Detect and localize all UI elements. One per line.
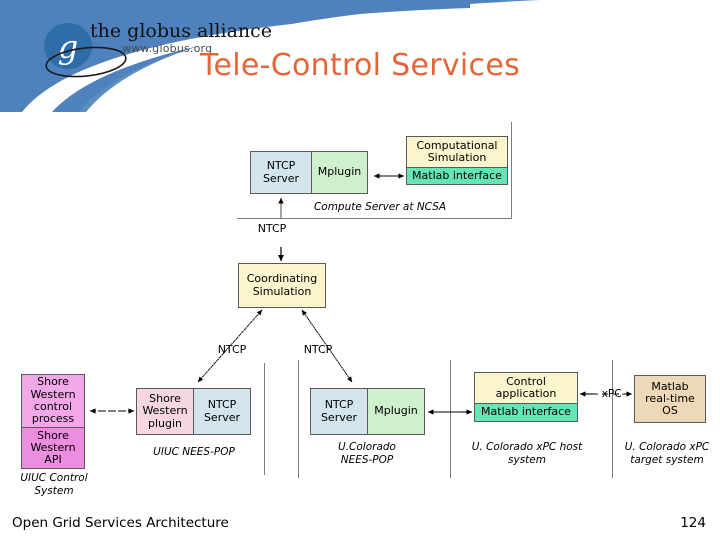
- ncsa-matlab-interface-box: Matlab interface: [406, 167, 508, 185]
- swp-line3: plugin: [147, 416, 183, 430]
- computational-simulation-box: Computational Simulation: [406, 136, 508, 167]
- control-application-line2: application: [495, 387, 557, 400]
- swcp-line4: process: [31, 412, 75, 426]
- xpc-matlab-interface-box: Matlab interface: [474, 403, 578, 422]
- colorado-xpc-target-caption-line2: target system: [630, 454, 704, 466]
- matlab-realtime-os-box: Matlab real-time OS: [634, 375, 706, 423]
- shore-western-api-box: Shore Western API: [21, 427, 85, 469]
- computational-simulation-line1: Computational: [416, 138, 498, 152]
- footer-left-text: Open Grid Services Architecture: [12, 515, 229, 531]
- page-title: Tele-Control Services: [199, 48, 521, 83]
- ncsa-mplugin-box: Mplugin: [311, 151, 368, 194]
- coordinating-left-link-label: NTCP: [217, 343, 247, 356]
- uiuc-control-system-caption-line1: UIUC Control: [20, 472, 88, 484]
- ncsa-panel-bottom-rule: [237, 218, 512, 219]
- colorado-mplugin-label: Mplugin: [374, 404, 418, 418]
- uiuc-control-system-caption-line2: System: [34, 485, 74, 497]
- xpc-link-label: - xPC-: [594, 388, 626, 400]
- colorado-nees-pop-caption-line1: U.Colorado: [338, 441, 396, 453]
- globus-logo-mark: g: [34, 22, 127, 78]
- panel-divider-1: [264, 363, 265, 475]
- uiuc-ntcp-line2: Server: [203, 410, 241, 424]
- footer-page-number: 124: [680, 515, 706, 531]
- colorado-xpc-host-caption-line2: system: [508, 454, 546, 466]
- coordinating-right-link-label: NTCP: [303, 343, 333, 356]
- panel-divider-3: [450, 360, 451, 478]
- swapi-line1: Shore: [37, 428, 69, 442]
- swcp-line1: Shore: [37, 375, 69, 389]
- ncsa-ntcp-link-label: NTCP: [257, 222, 287, 235]
- uiuc-nees-pop-caption: UIUC NEES-POP: [153, 446, 235, 458]
- uiuc-ntcp-line1: NTCP: [207, 398, 237, 412]
- matlab-rt-line1: Matlab: [651, 379, 689, 393]
- colorado-ntcp-line1: NTCP: [324, 398, 354, 412]
- ncsa-mplugin-label: Mplugin: [317, 165, 362, 179]
- swapi-line2: Western: [30, 440, 76, 454]
- ncsa-ntcp-server-line1: NTCP: [266, 159, 296, 173]
- panel-divider-2: [298, 360, 299, 478]
- shore-western-control-process-box: Shore Western control process: [21, 374, 85, 427]
- svg-text:g: g: [58, 28, 78, 66]
- globus-logo: g the globus alliance www.globus.org: [34, 18, 272, 80]
- computational-simulation-line2: Simulation: [427, 151, 487, 164]
- ncsa-matlab-interface-label: Matlab interface: [412, 168, 502, 182]
- swapi-line3: API: [44, 453, 62, 467]
- colorado-xpc-host-caption-line1: U. Colorado xPC host: [471, 441, 583, 453]
- colorado-ntcp-line2: Server: [320, 410, 358, 424]
- uiuc-ntcp-server-box: NTCP Server: [193, 388, 251, 435]
- ncsa-ntcp-server-box: NTCP Server: [250, 151, 312, 194]
- colorado-xpc-target-caption-line1: U. Colorado xPC: [624, 441, 710, 453]
- panel-divider-4: [612, 360, 613, 478]
- shore-western-plugin-box: Shore Western plugin: [136, 388, 194, 435]
- colorado-nees-pop-caption-line2: NEES-POP: [340, 454, 394, 466]
- swp-line1: Shore: [149, 392, 181, 406]
- control-application-line1: Control: [506, 374, 546, 388]
- matlab-rt-line2: real-time: [645, 391, 695, 405]
- swcp-line3: control: [33, 400, 73, 413]
- control-application-box: Control application: [474, 372, 578, 403]
- colorado-mplugin-box: Mplugin: [367, 388, 425, 435]
- colorado-ntcp-server-box: NTCP Server: [310, 388, 368, 435]
- globus-logo-line1: the globus alliance: [90, 20, 273, 42]
- globus-logo-line2: www.globus.org: [122, 42, 213, 55]
- xpc-matlab-interface-label: Matlab interface: [481, 405, 571, 419]
- ncsa-panel-right-rule: [511, 122, 512, 219]
- coordinating-simulation-line1: Coordinating: [246, 272, 318, 286]
- matlab-rt-line3: OS: [662, 404, 678, 418]
- swcp-line2: Western: [30, 387, 76, 401]
- coordinating-simulation-line2: Simulation: [252, 284, 312, 298]
- ncsa-caption: Compute Server at NCSA: [313, 201, 447, 213]
- coordinating-simulation-box: Coordinating Simulation: [238, 263, 326, 308]
- ncsa-ntcp-server-line2: Server: [262, 171, 300, 185]
- swp-line2: Western: [142, 404, 188, 418]
